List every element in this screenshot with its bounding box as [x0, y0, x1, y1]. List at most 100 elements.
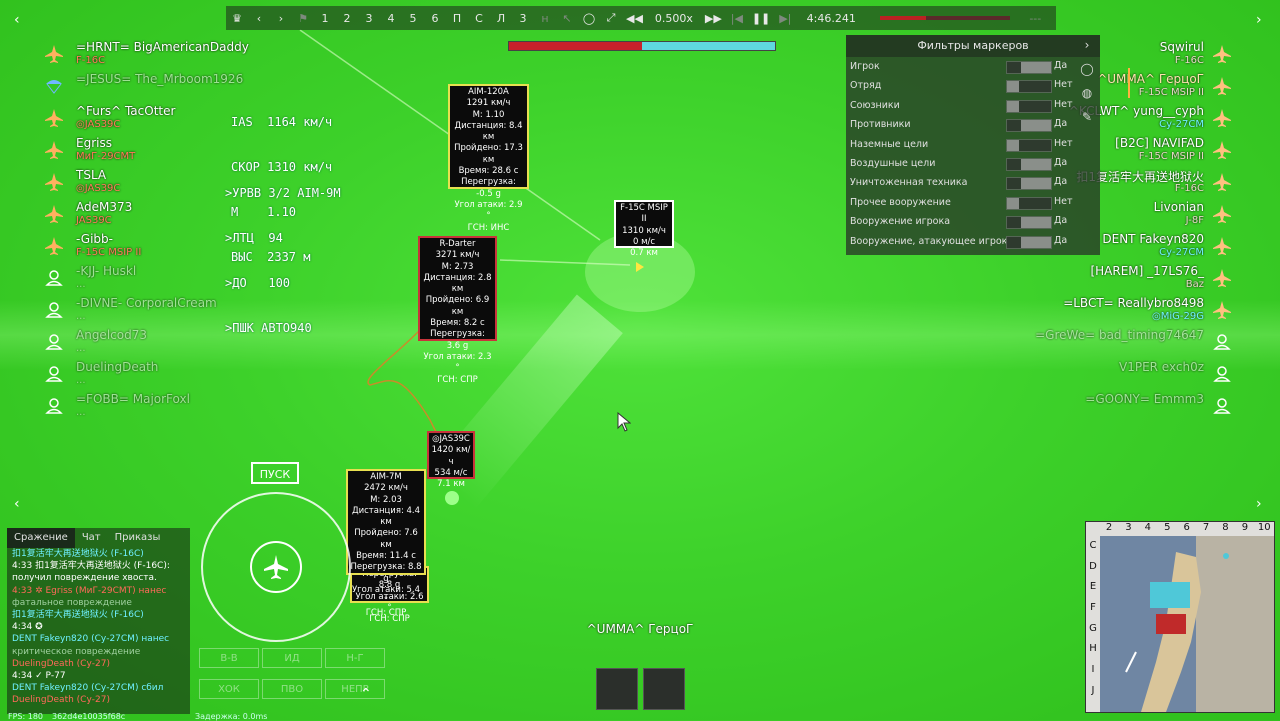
marker-line: Угол атаки: 2.9 ° [454, 199, 523, 222]
command-button[interactable]: ПВО [262, 679, 322, 699]
tab-battle[interactable]: Сражение [7, 528, 75, 548]
player-row[interactable]: =LBCT= Reallybro8498◎MiG-29G [1040, 294, 1236, 326]
prev-icon[interactable]: ‹ [256, 11, 262, 25]
marker-icon[interactable]: ◯ [582, 11, 596, 25]
pilot-icon [44, 332, 64, 352]
command-button[interactable]: НЕПР [325, 679, 385, 699]
jet-icon [44, 172, 64, 192]
marker-line: 3271 км/ч [435, 250, 480, 261]
camera-s-button[interactable]: С [475, 11, 483, 25]
selected-player-highlight [1128, 68, 1230, 98]
camera-n-icon[interactable]: н [541, 11, 549, 25]
tab-orders[interactable]: Приказы [114, 532, 161, 543]
tank-slot-icon[interactable] [596, 668, 638, 710]
player-row[interactable]: DuelingDeath... [44, 358, 224, 390]
filter-toggle[interactable] [1006, 80, 1052, 94]
camera-1-button[interactable]: 1 [321, 11, 329, 25]
launch-button[interactable]: ПУСК [251, 462, 299, 484]
player-row[interactable]: -DIVNE- CorporalCream... [44, 294, 224, 326]
player-row[interactable]: [HAREM] _17LS76_Baz [1040, 262, 1236, 294]
player-row[interactable]: =JESUS= The_Mrboom1926 [44, 70, 243, 102]
player-row[interactable]: -KJJ- Huskl... [44, 262, 224, 294]
camera-4-button[interactable]: 4 [387, 11, 395, 25]
player-row[interactable]: -Gibb-F-15C MSIP II [44, 230, 224, 262]
filter-toggle[interactable] [1006, 119, 1052, 133]
player-vehicle: ... [76, 343, 86, 354]
player-row[interactable]: =GOONY= Emmm3 [1040, 390, 1236, 422]
command-button[interactable]: ИД [262, 648, 322, 668]
left-arrow-icon[interactable]: ‹ [14, 12, 20, 28]
fullscreen-icon[interactable]: ⤢ [606, 11, 616, 24]
brush-icon[interactable]: ✎ [1081, 110, 1093, 124]
filter-toggle[interactable] [1006, 138, 1052, 152]
player-name: -KJJ- Huskl [76, 264, 137, 278]
player-name: AdeM373 [76, 200, 133, 214]
camera-l-button[interactable]: Л [496, 11, 506, 25]
command-button[interactable]: Н-Г [325, 648, 385, 668]
player-row[interactable]: ^Furs^ TacOtter◎JAS39C [44, 102, 224, 134]
player-name: Sqwirul [1159, 40, 1204, 54]
camera-z-button[interactable]: 3 [519, 11, 527, 25]
flag-icon[interactable]: ⚑ [298, 11, 308, 25]
mouse-cursor [617, 412, 631, 432]
marker-line: Угол атаки: 5.4 ° [351, 584, 421, 607]
chat-line: DENT Fakeyn820 (Су-27СМ) сбил [12, 683, 164, 694]
chevron-right-icon[interactable]: › [1084, 38, 1090, 52]
player-row[interactable]: TSLA◎JAS39C [44, 166, 224, 198]
filter-toggle[interactable] [1006, 177, 1052, 191]
filter-toggle[interactable] [1006, 216, 1052, 230]
marker-icon[interactable]: ◯ [1080, 62, 1094, 76]
left-arrow-icon[interactable]: ‹ [14, 496, 20, 512]
filter-toggle[interactable] [1006, 235, 1052, 249]
radar-icon[interactable]: ◍ [1081, 86, 1093, 100]
marker-line: Перегрузка: -0.5 g [461, 177, 516, 199]
pointer-icon[interactable]: ↖ [562, 11, 572, 25]
chat-line: 4:34 ✪ [12, 622, 43, 633]
filter-toggle[interactable] [1006, 61, 1052, 74]
filter-label: Вооружение, атакующее игрока [850, 235, 1014, 247]
filter-toggle[interactable] [1006, 196, 1052, 210]
filter-toggle[interactable] [1006, 157, 1052, 171]
trophy-icon[interactable]: ♛ [232, 11, 242, 25]
camera-5-button[interactable]: 5 [409, 11, 417, 25]
minimap-col-label: 9 [1241, 522, 1249, 533]
command-button[interactable]: В-В [199, 648, 259, 668]
skip-forward-icon[interactable]: ▶| [779, 11, 792, 25]
camera-p-button[interactable]: П [452, 11, 462, 25]
right-arrow-icon[interactable]: › [1256, 496, 1262, 512]
player-vehicle: Baz [1185, 279, 1204, 290]
camera-6-button[interactable]: 6 [431, 11, 439, 25]
chevron-up-icon[interactable]: ⌃ [360, 686, 372, 702]
right-arrow-icon[interactable]: › [1256, 12, 1262, 28]
filter-toggle[interactable] [1006, 99, 1052, 113]
player-row[interactable]: =GreWe= bad_timing74647 [1035, 326, 1236, 358]
tab-chat[interactable]: Чат [81, 532, 101, 543]
camera-3-button[interactable]: 3 [365, 11, 373, 25]
minimap-row-label: G [1089, 622, 1097, 634]
timeline-slider[interactable] [880, 16, 1011, 20]
next-icon[interactable]: › [278, 11, 284, 25]
skip-back-icon[interactable]: |◀ [730, 11, 743, 25]
jet-slot-icon[interactable] [643, 668, 685, 710]
fast-forward-icon[interactable]: ▶▶ [704, 11, 722, 25]
filter-value: Да [1054, 176, 1068, 188]
rewind-icon[interactable]: ◀◀ [626, 11, 643, 25]
player-row[interactable]: Angelcod73... [44, 326, 224, 358]
command-button[interactable]: ХОК [199, 679, 259, 699]
pause-icon[interactable]: ❚❚ [751, 11, 771, 25]
player-row[interactable]: V1PER exch0z [1040, 358, 1236, 390]
camera-2-button[interactable]: 2 [343, 11, 351, 25]
player-row[interactable]: =FOBB= MajorFoxl... [44, 390, 224, 422]
